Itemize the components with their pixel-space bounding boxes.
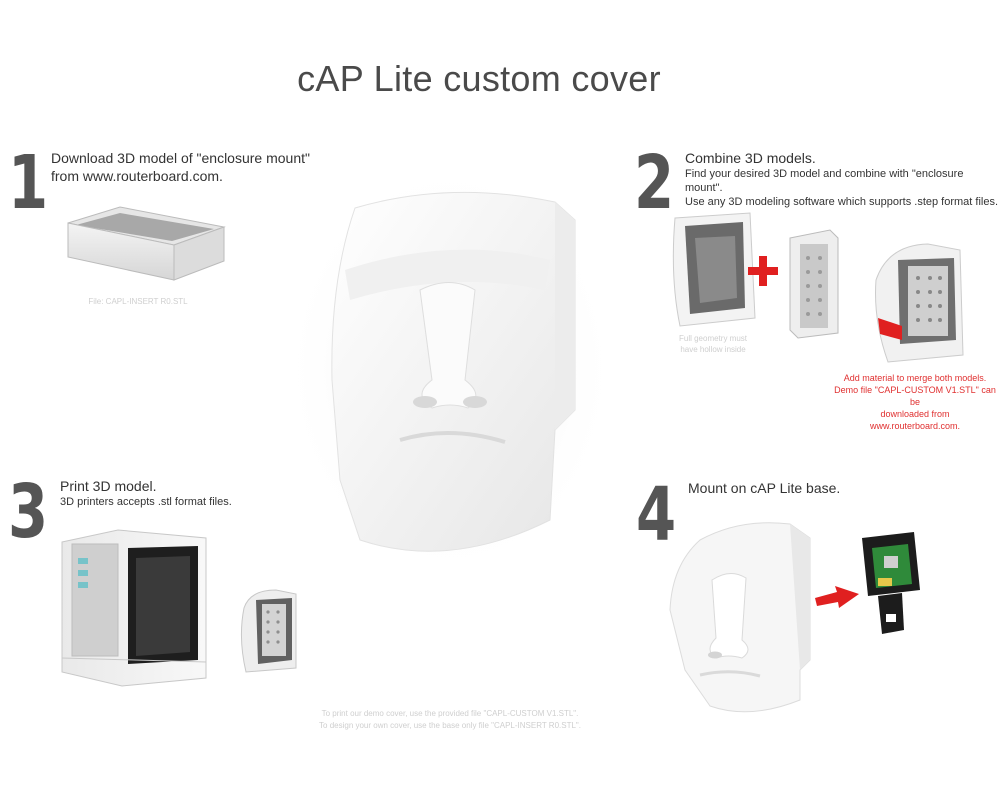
step-2-caption-red-line3: downloaded from — [880, 409, 950, 419]
step-1-title-line2: from www.routerboard.com. — [51, 168, 223, 184]
step-1-title: Download 3D model of "enclosure mount" f… — [51, 149, 310, 185]
enclosure-upright-image — [789, 229, 839, 339]
step-4-number: 4 — [636, 472, 677, 558]
step-3-number: 3 — [8, 469, 49, 555]
moai-mounted-image — [669, 522, 811, 713]
step-2-caption-red-line2: Demo file "CAPL-CUSTOM V1.STL" can be — [834, 385, 996, 407]
merged-model-image — [875, 243, 964, 363]
step-4-title: Mount on cAP Lite base. — [688, 480, 841, 496]
page-title: cAP Lite custom cover — [297, 58, 661, 99]
step-2-sub-line2: Use any 3D modeling software which suppo… — [685, 196, 999, 208]
step-2-caption-grey-line2: have hollow inside — [680, 345, 746, 354]
step-3-text: Print 3D model. 3D printers accepts .stl… — [60, 477, 232, 509]
step-1-caption: File: CAPL-INSERT R0.STL — [88, 297, 188, 306]
printed-part-image — [240, 589, 297, 673]
step-2-caption-grey-line1: Full geometry must — [678, 334, 748, 343]
footnote-line2: To design your own cover, use the base o… — [319, 721, 581, 730]
footnote: To print our demo cover, use the provide… — [300, 708, 600, 732]
step-3-title: Print 3D model. — [60, 478, 157, 494]
step-2-caption-grey: Full geometry must have hollow inside — [668, 333, 758, 355]
moai-head-image — [280, 160, 620, 580]
arrow-right-icon — [815, 586, 859, 608]
step-2-caption-red: Add material to merge both models. Demo … — [830, 372, 1000, 432]
3d-printer-image — [61, 529, 207, 687]
step-2-sub-line1: Find your desired 3D model and combine w… — [685, 168, 964, 194]
enclosure-mount-image — [67, 206, 226, 281]
step-2-caption-red-line4: www.routerboard.com. — [869, 421, 961, 431]
step-3-sub: 3D printers accepts .stl format files. — [60, 496, 232, 508]
step-2-caption-red-line1: Add material to merge both models. — [843, 373, 987, 383]
step-2-title: Combine 3D models. — [685, 150, 816, 166]
step-1-number: 1 — [8, 140, 49, 226]
step-1-title-line1: Download 3D model of "enclosure mount" — [51, 150, 310, 166]
step-2-number: 2 — [634, 140, 675, 226]
step-2-text: Combine 3D models. Find your desired 3D … — [685, 149, 1000, 209]
cap-lite-base-image — [862, 532, 920, 634]
moai-cutaway-image — [672, 212, 756, 327]
footnote-line1: To print our demo cover, use the provide… — [321, 709, 579, 718]
plus-icon — [748, 256, 778, 286]
